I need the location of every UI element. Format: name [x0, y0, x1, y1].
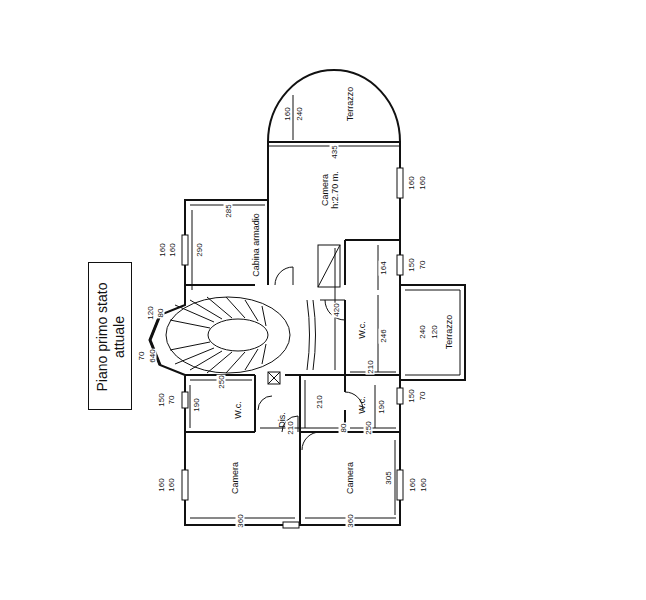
dimension-label: 240 — [295, 106, 304, 121]
room-text: Terrazzo — [444, 315, 454, 350]
room-name: W.c. — [357, 396, 367, 414]
dimension-label: 250 — [217, 374, 226, 389]
room-text: W.c. — [357, 321, 367, 339]
dimension-label: 246 — [379, 328, 388, 343]
dimension-label: 80 — [339, 423, 348, 434]
dimension-label: 150 — [407, 257, 416, 272]
room-text: Camerah:2.70 m. — [320, 171, 340, 209]
dimension-label: 160 — [418, 175, 427, 190]
dimension-label: 70 — [418, 260, 427, 271]
room-text: Camera — [230, 462, 240, 494]
dimension-label: 120 — [430, 324, 439, 339]
dimension-label: 240 — [418, 324, 427, 339]
room-name: Terrazzo — [444, 315, 454, 350]
title-box: Piano primo stato attuale — [88, 262, 132, 410]
dimension-label: 120 — [146, 305, 155, 320]
room-text: Terrazzo — [345, 87, 355, 122]
dimension-label: 160 — [408, 477, 417, 492]
room-text: Cabina armadio — [251, 213, 261, 277]
dimension-label: 160 — [419, 477, 428, 492]
room-text: W.c. — [357, 396, 367, 414]
dimension-label: 160 — [283, 106, 292, 121]
room-name: Camera — [345, 462, 355, 494]
dimension-label: 305 — [384, 470, 393, 485]
room-height: h:2.70 m. — [330, 171, 340, 209]
room: Terrazzo — [268, 70, 400, 140]
dimension-label: 290 — [195, 242, 204, 257]
dimension-label: 160 — [158, 242, 167, 257]
room-name: Cabina armadio — [251, 213, 261, 277]
room: W.c. — [347, 377, 398, 430]
room-text: W.c. — [233, 401, 243, 419]
dimension-label: 285 — [224, 203, 233, 218]
dimension-label: 160 — [168, 242, 177, 257]
room-name: Terrazzo — [345, 87, 355, 122]
dimension-label: 150 — [407, 388, 416, 403]
dimension-label: 250 — [364, 420, 373, 435]
dimension-label: 160 — [167, 477, 176, 492]
room-text: Piano primo stato attuale — [94, 282, 128, 392]
dimension-label: 640 — [148, 348, 157, 363]
room-name: W.c. — [357, 321, 367, 339]
dimension-label: 70 — [137, 351, 146, 362]
dimension-label: 210 — [366, 359, 375, 374]
dimension-label: 435 — [330, 144, 339, 159]
room-name: Camera — [320, 171, 330, 209]
room: Camera — [187, 434, 298, 516]
dimension-label: 160 — [407, 175, 416, 190]
dimension-label: 150 — [157, 392, 166, 407]
dimension-label: 190 — [377, 399, 386, 414]
dimension-label: 360 — [236, 513, 245, 528]
dimension-label: 360 — [346, 513, 355, 528]
room-name: W.c. — [233, 401, 243, 419]
room-text: Camera — [345, 462, 355, 494]
dimension-label: 210 — [286, 420, 295, 435]
dimension-label: 210 — [315, 394, 324, 409]
dimension-label: 70 — [418, 391, 427, 402]
room: W.c. — [347, 242, 398, 373]
dimension-label: 164 — [379, 260, 388, 275]
dimension-label: 420 — [332, 302, 341, 317]
dimension-label: 190 — [192, 397, 201, 412]
dimension-label: 80 — [156, 308, 165, 319]
plan-title: Piano primo stato attuale — [94, 282, 128, 392]
room-name: Camera — [230, 462, 240, 494]
dimension-label: 160 — [157, 477, 166, 492]
dimension-label: 70 — [167, 395, 176, 406]
